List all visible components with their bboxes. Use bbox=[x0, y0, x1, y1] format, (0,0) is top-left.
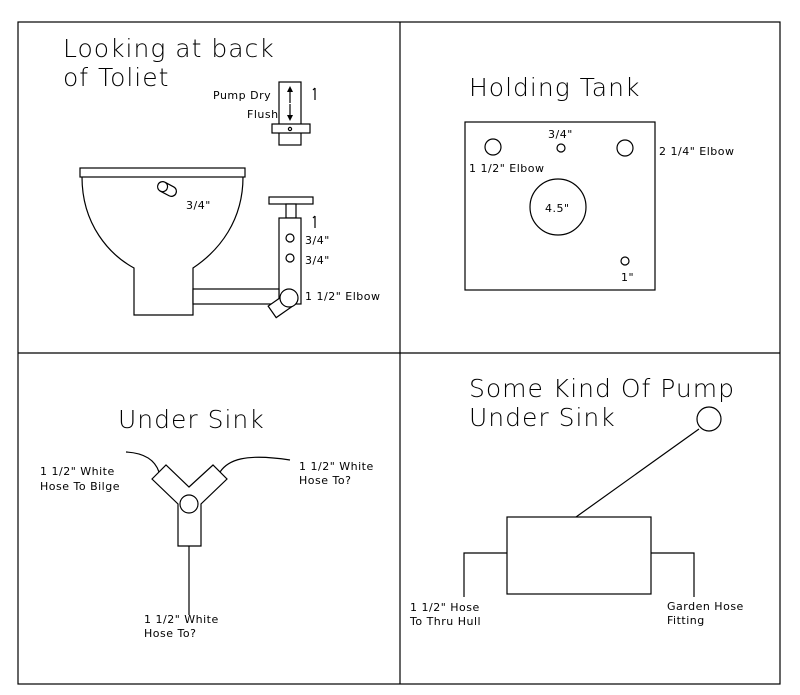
tank-left-port-label: 1 1/2" Elbow bbox=[469, 162, 544, 175]
elbow-label: 1 1/2" Elbow bbox=[305, 290, 380, 303]
tank-right-port-label: 2 1/4" Elbow bbox=[659, 145, 734, 158]
pump-right-label-line2: Fitting bbox=[667, 614, 705, 627]
y-fitting-port bbox=[179, 494, 199, 514]
tank-bottom-port bbox=[620, 256, 630, 266]
column-fitting-a bbox=[285, 233, 295, 243]
toilet-bowl bbox=[79, 167, 246, 316]
fitting-b-label: 3/4" bbox=[305, 254, 330, 267]
pump-lever bbox=[575, 428, 700, 518]
bowl-fitting-label: 3/4" bbox=[186, 199, 211, 212]
thru-hull-hose bbox=[463, 552, 507, 597]
toilet-bowl-outline bbox=[81, 176, 244, 316]
tank-left-port bbox=[484, 138, 502, 156]
elbow-port bbox=[279, 288, 299, 308]
panel-under-sink: Under Sink 1 1/2" White Hose To Bilge 1 … bbox=[40, 405, 374, 640]
tank-title: Holding Tank bbox=[469, 73, 640, 102]
sink-title: Under Sink bbox=[118, 405, 265, 434]
down-arrowhead-icon bbox=[287, 115, 293, 121]
tank-small-port bbox=[556, 143, 566, 153]
tank-center-port-label: 4.5" bbox=[545, 202, 570, 215]
panel-toilet: Looking at back of Toliet Pump Dry Flush… bbox=[63, 34, 380, 319]
pump-left-label-line1: 1 1/2" Hose bbox=[410, 601, 480, 614]
up-arrowhead-icon bbox=[287, 86, 293, 92]
column-fitting-b bbox=[285, 253, 295, 263]
toilet-rim bbox=[79, 167, 246, 178]
flush-label: Flush bbox=[247, 108, 279, 121]
sink-bottom-label-line1: 1 1/2" White bbox=[144, 613, 219, 626]
tank-small-port-label: 3/4" bbox=[548, 128, 573, 141]
pump-left-label-line2: To Thru Hull bbox=[409, 615, 481, 628]
panel-grid bbox=[17, 21, 781, 685]
bowl-inlet-fitting bbox=[156, 181, 178, 197]
garden-hose-fitting-line bbox=[651, 552, 695, 597]
pump-handle-schematic bbox=[271, 81, 316, 146]
tank-outline bbox=[464, 121, 656, 291]
pump-body bbox=[506, 516, 652, 595]
sink-right-label-line1: 1 1/2" White bbox=[299, 460, 374, 473]
sink-left-label-line2: Hose To Bilge bbox=[40, 480, 120, 493]
right-hose bbox=[219, 456, 291, 473]
pump-dry-label: Pump Dry bbox=[213, 89, 271, 102]
pump-right-label-line1: Garden Hose bbox=[667, 600, 744, 613]
panel-pump: Some Kind Of Pump Under Sink 1 1/2" Hose… bbox=[409, 374, 744, 628]
tank-center-port bbox=[529, 178, 587, 236]
pump-top-cap bbox=[268, 196, 314, 205]
pump-neck bbox=[285, 203, 297, 219]
left-hose bbox=[125, 451, 160, 473]
pump-title-line2: Under Sink bbox=[469, 403, 616, 432]
tank-bottom-port-label: 1" bbox=[621, 271, 634, 284]
sink-right-label-line2: Hose To? bbox=[299, 474, 351, 487]
pump-lever-knob bbox=[696, 406, 722, 432]
toilet-title-line2: of Toliet bbox=[63, 63, 169, 92]
pivot-dot bbox=[287, 126, 293, 132]
panel-holding-tank: Holding Tank 3/4" 1 1/2" Elbow 2 1/4" El… bbox=[464, 73, 734, 291]
discharge-pipe bbox=[192, 288, 280, 305]
toilet-pump-column bbox=[192, 196, 316, 319]
toilet-title-line1: Looking at back bbox=[63, 34, 275, 63]
sink-left-label-line1: 1 1/2" White bbox=[40, 465, 115, 478]
pump-title-line1: Some Kind Of Pump bbox=[469, 374, 735, 403]
sink-bottom-label-line2: Hose To? bbox=[144, 627, 196, 640]
tank-right-port bbox=[616, 139, 634, 157]
fitting-a-label: 3/4" bbox=[305, 234, 330, 247]
